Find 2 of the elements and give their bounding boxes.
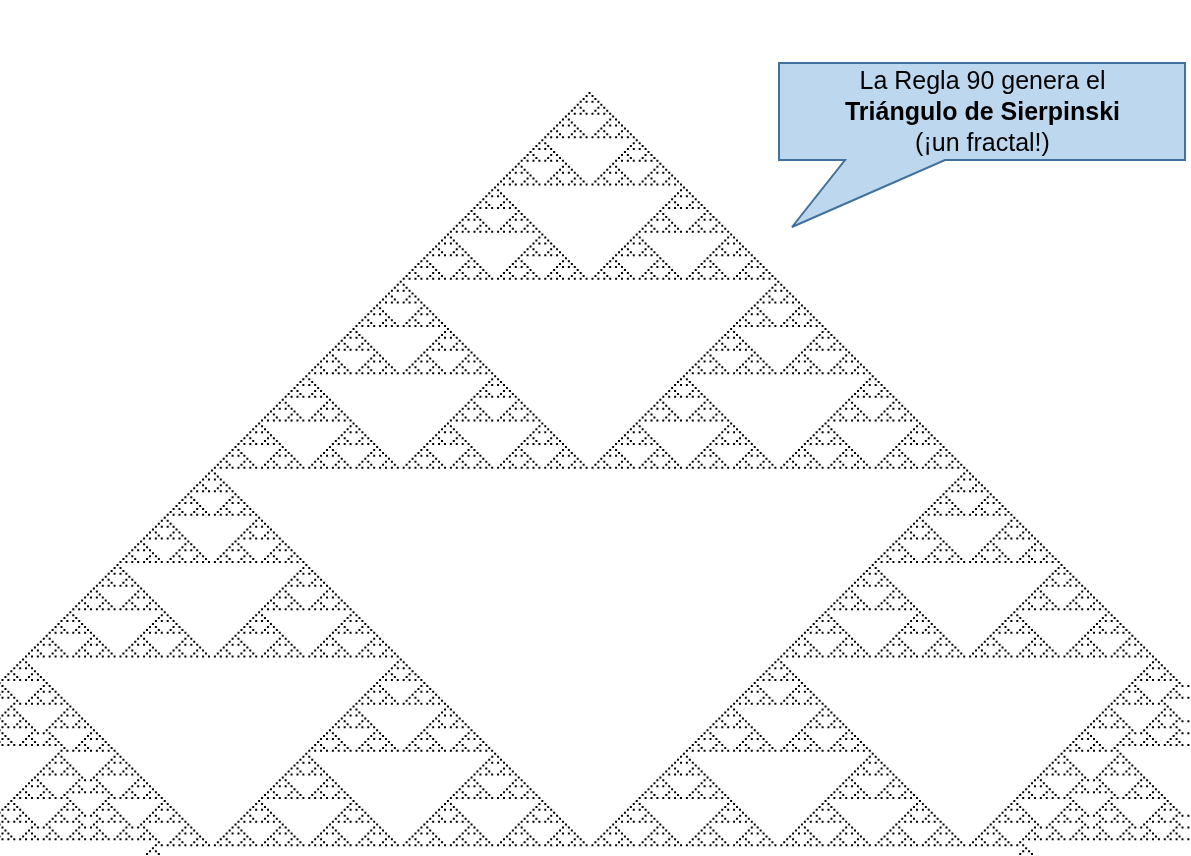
speech-bubble — [778, 62, 1187, 230]
callout-text: La Regla 90 genera el Triángulo de Sierpinski (¡un fractal!) — [844, 65, 1121, 158]
